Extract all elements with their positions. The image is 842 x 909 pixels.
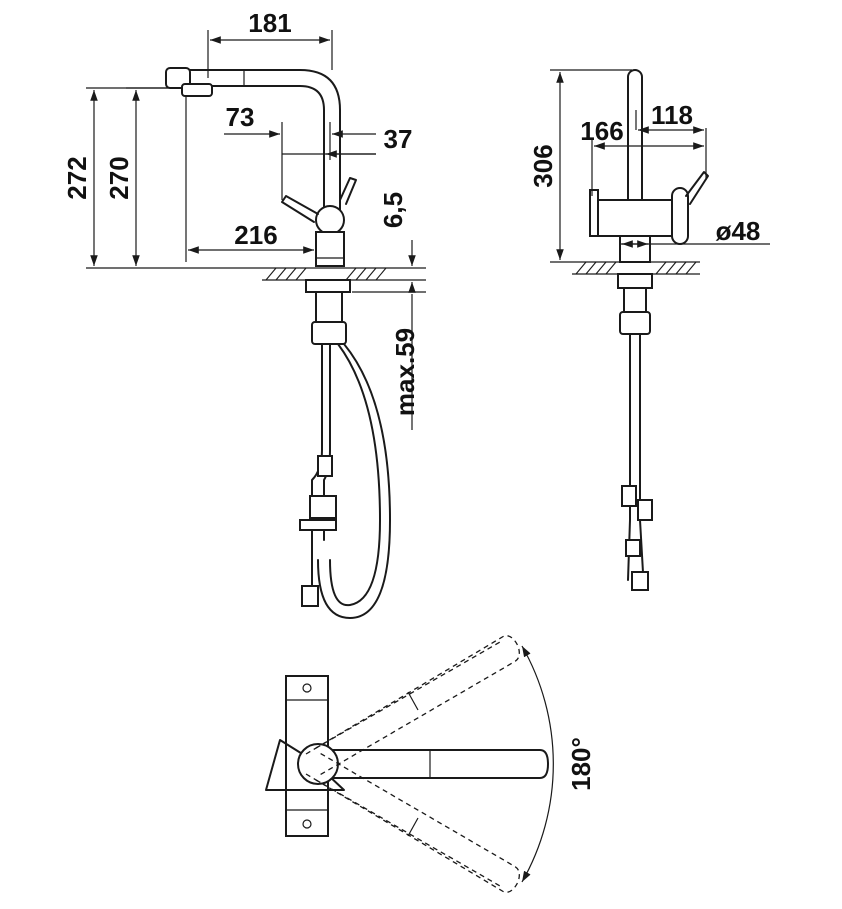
dim-181-label: 181: [248, 8, 291, 38]
dim-118-label: 118: [651, 100, 693, 130]
dim-6-5-max-59: 6,5 max.59: [352, 192, 426, 430]
side-view: 181 272 270 73 37 216: [62, 8, 426, 619]
dim-270-label: 270: [104, 156, 134, 199]
spout-straight: [297, 743, 549, 785]
dim-272-270: 272 270: [62, 87, 262, 269]
countertop-side: [262, 267, 388, 281]
dim-73-37: 73 37: [224, 102, 412, 200]
dim-6-5-label: 6,5: [378, 192, 408, 228]
top-view: 180°: [265, 635, 596, 893]
spout-rotated-up: [305, 635, 520, 777]
faucet-side-body: [165, 67, 391, 619]
rotation-arc: 180°: [521, 645, 596, 883]
dim-181: 181: [207, 8, 333, 78]
dim-max-59-label: max.59: [390, 328, 420, 416]
countertop-front: [572, 261, 700, 275]
dim-166-label: 166: [580, 116, 623, 146]
spout-rotated-down: [305, 751, 520, 893]
dim-216-label: 216: [234, 220, 277, 250]
dim-216: 216: [185, 96, 314, 262]
dim-272-label: 272: [62, 156, 92, 199]
front-view: 306 166 118 ø48: [528, 69, 770, 591]
rotation-angle-label: 180°: [566, 737, 596, 791]
faucet-front-body: [589, 69, 709, 591]
dim-306-label: 306: [528, 144, 558, 187]
dim-73-label: 73: [226, 102, 255, 132]
dim-166-118: 166 118: [580, 100, 707, 196]
dim-37-label: 37: [384, 124, 413, 154]
dim-diameter-48-label: ø48: [716, 216, 761, 246]
dim-diameter-48: ø48: [620, 216, 770, 248]
dim-306: 306: [528, 69, 632, 263]
